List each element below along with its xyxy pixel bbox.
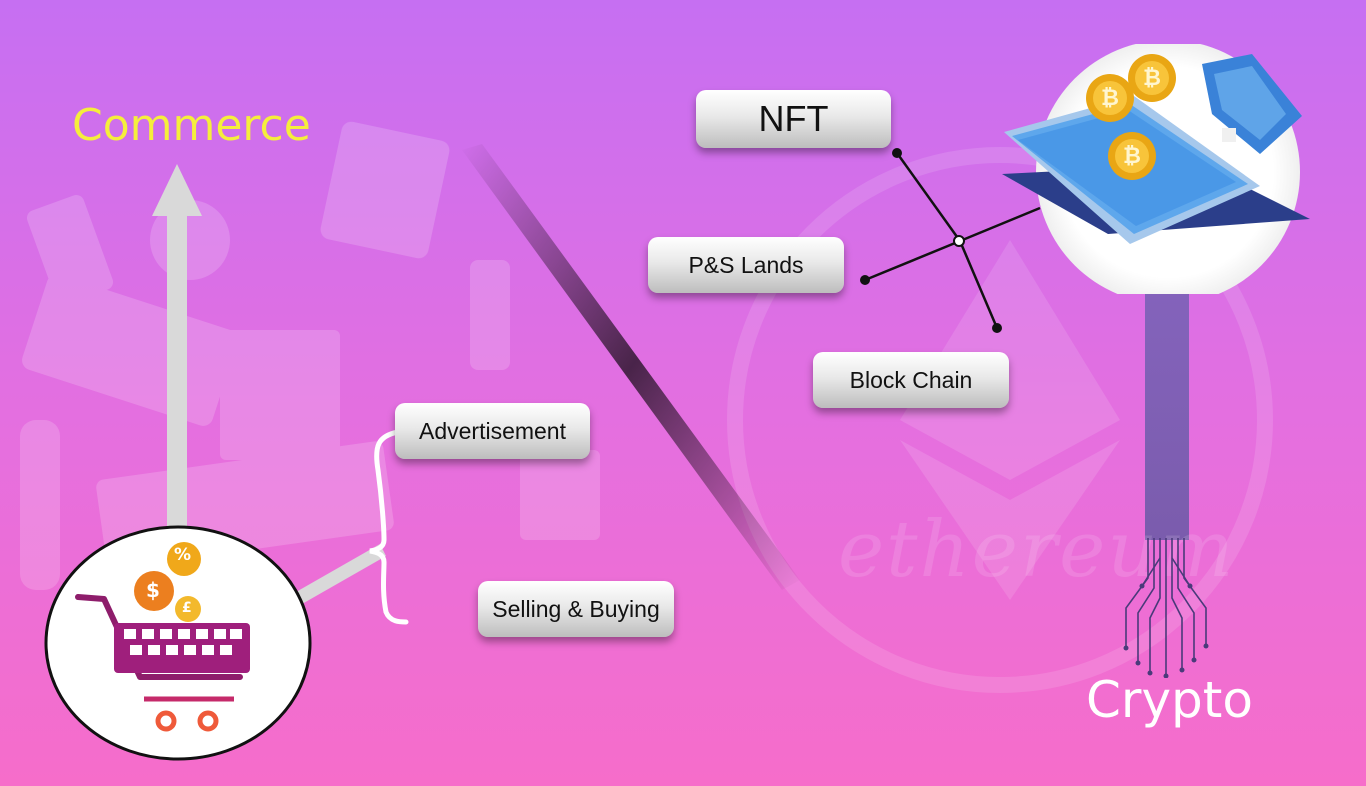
percent-symbol: % bbox=[174, 545, 192, 565]
block-chain-box: Block Chain bbox=[813, 352, 1009, 408]
pound-symbol: £ bbox=[182, 600, 192, 616]
advertisement-box: Advertisement bbox=[395, 403, 590, 459]
selling-buying-box: Selling & Buying bbox=[478, 581, 674, 637]
phone-wallet-bitcoin-icon bbox=[1002, 44, 1310, 294]
bitcoin-symbol: ₿ bbox=[1123, 144, 1141, 169]
dollar-symbol: $ bbox=[146, 578, 160, 602]
crypto-title: Crypto bbox=[1086, 671, 1253, 729]
commerce-title: Commerce bbox=[72, 100, 311, 151]
nft-box: NFT bbox=[696, 90, 891, 148]
watermark-text: ethereum bbox=[838, 505, 1236, 595]
shopping-cart-icon bbox=[44, 525, 312, 761]
ps-lands-box: P&S Lands bbox=[648, 237, 844, 293]
bitcoin-symbol: ₿ bbox=[1143, 66, 1161, 91]
circuit-icon bbox=[1123, 538, 1209, 678]
bitcoin-symbol: ₿ bbox=[1101, 86, 1119, 111]
